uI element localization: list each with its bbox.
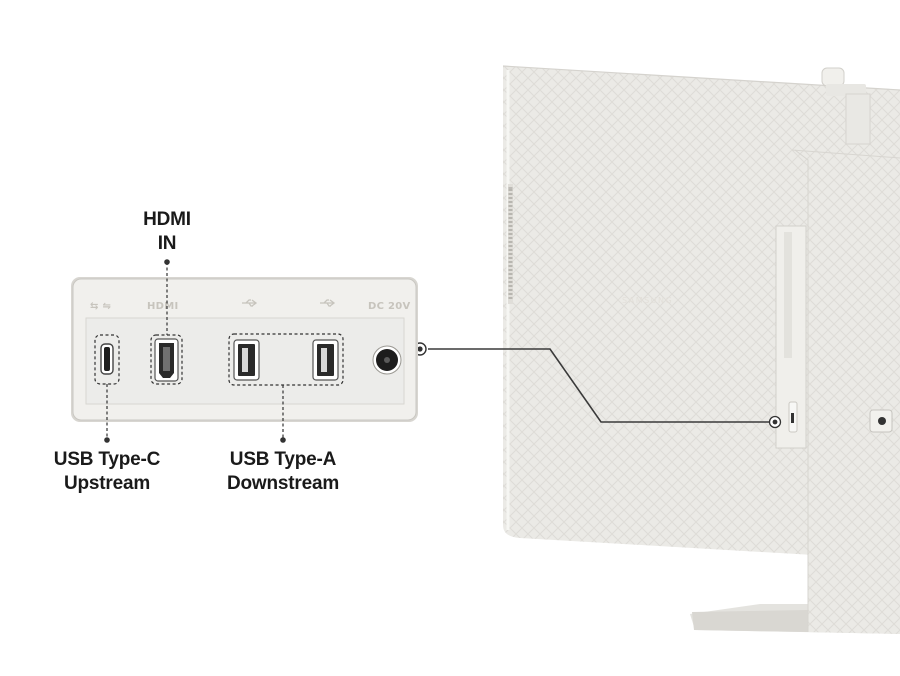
usb-a-port-icon bbox=[312, 339, 339, 381]
hdmi-port-icon bbox=[150, 334, 183, 385]
callout-pointers bbox=[104, 259, 286, 443]
usb-a-port-icon bbox=[233, 339, 260, 381]
stand-column bbox=[792, 150, 900, 634]
usb-icon bbox=[242, 299, 258, 307]
callout-hdmi-in-line2: IN bbox=[157, 233, 177, 254]
panel-label-hdmi: HDMI bbox=[147, 301, 179, 312]
camera-module bbox=[821, 67, 871, 145]
callout-hdmi-in: HDMI IN bbox=[117, 208, 217, 256]
monitor-vent bbox=[508, 184, 513, 304]
callout-hdmi-in-line1: HDMI bbox=[143, 209, 191, 230]
usb-a-group-outline bbox=[228, 333, 344, 386]
callout-usb-c-upstream: USB Type-C Upstream bbox=[32, 448, 182, 496]
dc-power-jack-icon bbox=[372, 345, 402, 375]
callout-usb-c-line2: Upstream bbox=[63, 473, 151, 494]
port-panel: ⇆ ⇋ HDMI DC 20V bbox=[71, 277, 418, 422]
monitor-brand: SAMSUNG bbox=[622, 296, 673, 305]
svg-text:⇆ ⇋: ⇆ ⇋ bbox=[90, 301, 111, 312]
callout-usb-a-line2: Downstream bbox=[226, 473, 340, 494]
usb-icon bbox=[320, 299, 336, 307]
monitor-rear: SAMSUNG bbox=[502, 65, 900, 634]
leader-line bbox=[413, 342, 782, 429]
panel-label-dc: DC 20V bbox=[368, 301, 411, 312]
callout-usb-a-line1: USB Type-A bbox=[229, 449, 337, 470]
usb-c-label-icons: ⇆ ⇋ bbox=[90, 301, 111, 312]
usb-c-port-icon bbox=[94, 334, 120, 385]
callout-usb-c-line1: USB Type-C bbox=[53, 449, 161, 470]
callout-usb-a-downstream: USB Type-A Downstream bbox=[203, 448, 363, 496]
